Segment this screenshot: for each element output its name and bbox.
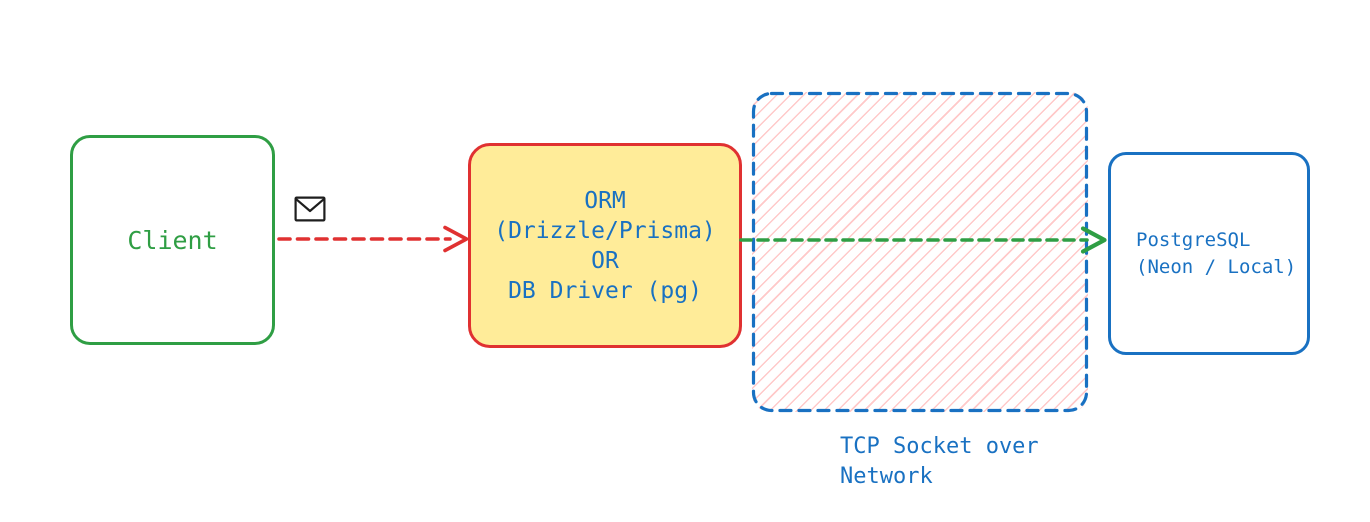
orm-label-line: DB Driver (pg) [508,277,702,304]
orm-label-line: ORM [584,187,626,214]
network-zone-caption-line: TCP Socket over [840,434,1039,459]
client-node: Client [70,135,275,345]
client-to-orm-arrow [277,225,469,253]
client-label: Client [127,225,218,255]
network-zone-caption: TCP Socket over Network [840,432,1039,492]
postgres-label-line: (Neon / Local) [1136,255,1297,278]
orm-label-line: (Drizzle/Prisma) [494,217,716,244]
network-zone-caption-line: Network [840,464,933,489]
postgres-label-line: PostgreSQL [1136,228,1251,251]
orm-label-line: OR [591,247,619,274]
network-zone [752,92,1088,412]
postgres-node: PostgreSQL (Neon / Local) [1108,152,1310,355]
orm-node: ORM (Drizzle/Prisma) OR DB Driver (pg) [468,143,742,348]
envelope-icon [294,196,326,222]
